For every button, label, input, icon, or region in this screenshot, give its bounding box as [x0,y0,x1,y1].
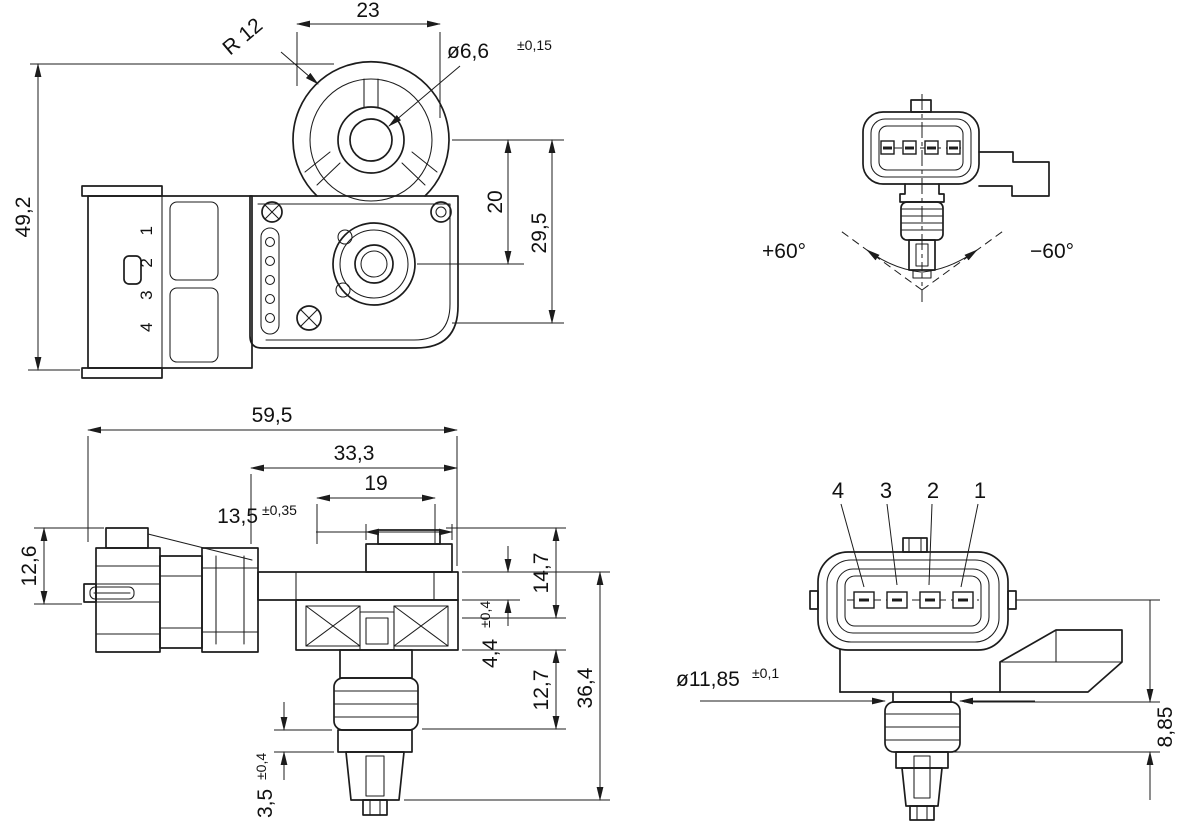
body-outline [249,195,459,349]
dim-147-label: 14,7 [530,553,553,594]
mount-hole-outer [337,106,405,174]
angle-plus-label: +60° [762,240,806,263]
swing-pins [880,140,961,155]
top-view: 4 3 2 1 23 R 12 ø6,6 ±0,15 49,2 20 29,5 [12,0,564,379]
pin-2-label: 2 [927,478,939,503]
flange-spokes [304,78,438,186]
mount-bracket [978,151,1050,197]
front-connector [809,537,1017,651]
dim-127-label: 12,7 [530,670,553,711]
pin-strip [260,227,280,335]
top-tab [902,537,928,553]
latch [105,527,149,549]
dim-r12-label: R 12 [218,14,267,60]
pin-4-label: 4 [832,478,844,503]
flange-band [257,571,459,601]
front-pins [853,591,974,609]
dim-364-label: 36,4 [574,667,597,708]
pressure-port-circles [332,222,416,306]
dim-885-label: 8,85 [1154,707,1177,748]
dim-hole-tol-label: ±0,15 [517,37,552,53]
top-view-part: 4 3 2 1 [81,60,459,379]
pin-1-label: 1 [974,478,986,503]
side-view: 59,5 33,3 19 13,5 ±0,35 12,6 14,7 [18,404,610,818]
body-inner-line [257,203,451,341]
angle-minus-label: −60° [1030,240,1074,263]
dim-126-label: 12,6 [18,546,41,587]
lower-body [295,599,459,651]
flange-outline [292,60,450,197]
boss-lower [365,543,453,573]
dim-295-label: 29,5 [528,213,551,254]
side-tab-left [809,590,819,610]
dim-23-label: 23 [356,0,379,22]
mount-hole-inner [349,118,393,162]
front-body [839,629,1123,693]
dim-hole-dia-label: ø6,6 [447,40,489,63]
swing-view: +60° −60° [762,94,1074,302]
dim-44-label: 4,4 [479,638,502,668]
top-view-dimensions: 23 R 12 ø6,6 ±0,15 49,2 20 29,5 [12,0,564,371]
dim-135-tol-label: ±0,35 [262,502,297,518]
dim-35-tol-label: ±0,4 [253,753,269,780]
connector-housing [81,185,253,379]
dim-19-label: 19 [364,472,387,495]
dim-35-label: 3,5 [254,789,277,818]
snout [901,767,943,807]
screw-top-left [261,201,283,223]
snout [345,751,405,801]
connector-pin-numbers: 4 3 2 1 [137,217,156,332]
dim-492-label: 49,2 [12,197,35,238]
dim-1185-label: ø11,85 [676,668,740,691]
flange-inner-rim [309,78,433,202]
dim-20-label: 20 [484,190,507,213]
screw-top-right [430,201,452,223]
front-view: 4 3 2 1 [676,478,1177,821]
front-view-dimensions: ø11,85 ±0,1 8,85 [676,599,1177,800]
dim-1185-tol-label: ±0,1 [752,665,779,681]
dim-44-tol-label: ±0,4 [477,601,493,628]
front-pin-callouts: 4 3 2 1 [832,478,986,588]
mount-bracket [999,629,1123,693]
side-tab-right [1007,590,1017,610]
dim-333-label: 33,3 [334,442,375,465]
dim-135-label: 13,5 [217,505,258,528]
side-view-dimensions: 59,5 33,3 19 13,5 ±0,35 12,6 14,7 [18,404,610,818]
swing-connector [862,99,1050,279]
top-tab [910,99,932,113]
r12-leader [280,51,319,85]
keyway [123,255,142,285]
screw-bottom [296,305,322,331]
collar [337,729,413,753]
front-port [884,691,961,821]
swing-annotation: +60° −60° [762,94,1074,302]
hole-leader [388,65,461,127]
pin-3-label: 3 [880,478,892,503]
dim-595-label: 59,5 [252,404,293,427]
side-connector [83,527,259,653]
side-port [333,649,419,816]
side-body [257,529,459,651]
